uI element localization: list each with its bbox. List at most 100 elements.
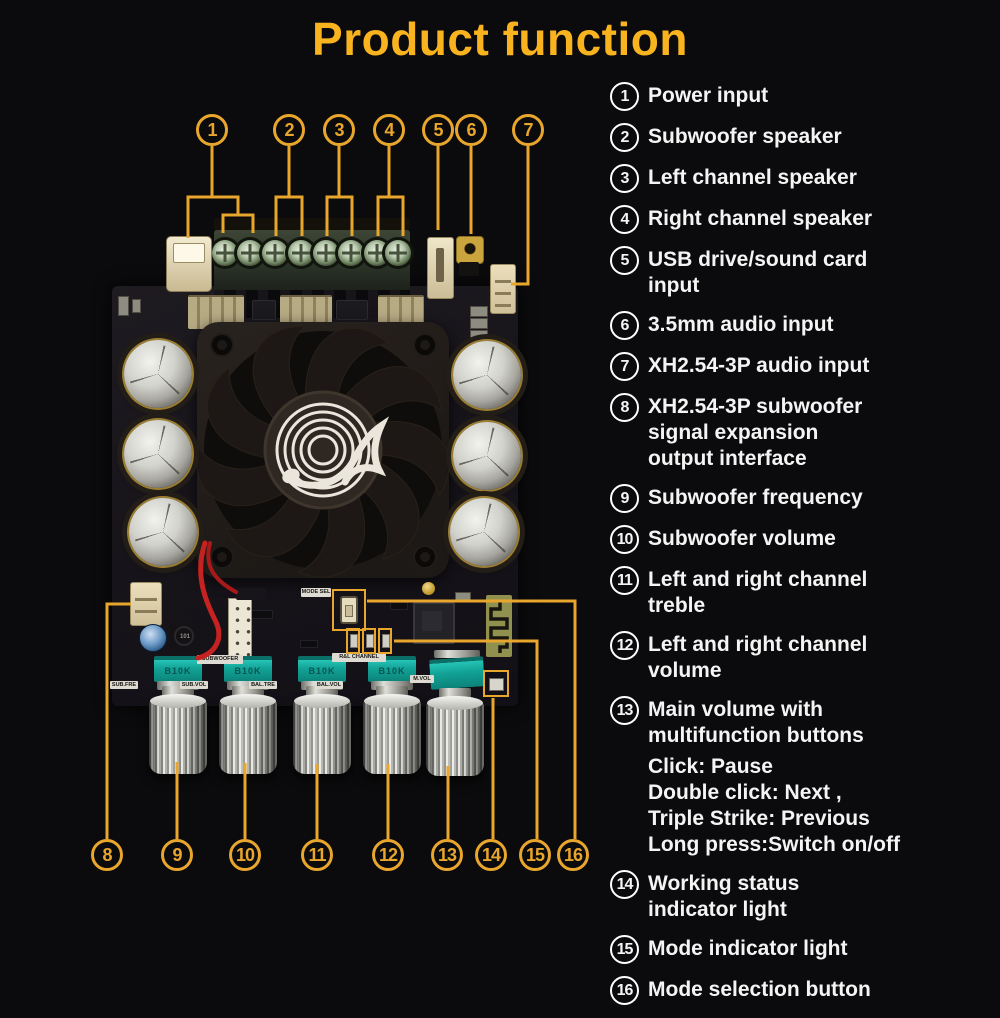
legend-item-line: USB drive/sound card bbox=[648, 248, 868, 271]
sub-vol-silkscreen: SUB.VOL bbox=[180, 681, 208, 689]
legend-item-line: Subwoofer volume bbox=[648, 527, 836, 550]
bal-tre-silkscreen: BAL.TRE bbox=[249, 681, 277, 689]
power-inductor: 101 bbox=[170, 622, 200, 652]
callout-marker-1: 1 bbox=[196, 114, 228, 146]
callout-marker-5: 5 bbox=[422, 114, 454, 146]
legend-item-number: 14 bbox=[610, 870, 639, 899]
mode-indicator-led bbox=[366, 634, 374, 648]
callout-marker-9: 9 bbox=[161, 839, 193, 871]
m-vol-silkscreen: M.VOL bbox=[410, 675, 434, 683]
mode-selection-button bbox=[340, 596, 358, 624]
smd-chip bbox=[252, 300, 276, 320]
callout-marker-13: 13 bbox=[431, 839, 463, 871]
record-logo bbox=[275, 402, 371, 498]
legend-item: 12 Left and right channel volume bbox=[610, 631, 994, 684]
legend-item-line: volume bbox=[648, 659, 722, 682]
pot-value: B10K bbox=[234, 666, 262, 676]
legend-item-subline: Triple Strike: Previous bbox=[648, 807, 870, 830]
dsp-chip bbox=[413, 602, 455, 644]
legend-item-number: 8 bbox=[610, 393, 639, 422]
xh-audio-connector bbox=[490, 264, 516, 314]
capacitor bbox=[129, 498, 197, 566]
legend-item-text: Left and right channel volume bbox=[648, 632, 867, 684]
power-input-connector bbox=[166, 236, 212, 292]
smd-chip bbox=[336, 300, 368, 320]
main-volume-knob bbox=[426, 696, 484, 776]
smd-part bbox=[118, 296, 129, 316]
legend-item-text: Power input bbox=[648, 83, 768, 109]
mode-indicator-led bbox=[382, 634, 390, 648]
legend-item-line: Subwoofer frequency bbox=[648, 486, 863, 509]
pot-bracket bbox=[227, 681, 269, 690]
capacitor bbox=[450, 498, 518, 566]
legend-item-line: Left and right channel bbox=[648, 633, 868, 656]
terminal-screw bbox=[338, 240, 364, 266]
legend-item-number: 6 bbox=[610, 311, 639, 340]
callout-marker-3: 3 bbox=[323, 114, 355, 146]
legend-item-subline: Double click: Next , bbox=[648, 781, 842, 804]
mode-indicator-led bbox=[350, 634, 358, 648]
subwoofer-frequency-pot: B10K bbox=[154, 656, 202, 682]
legend-item-line: input bbox=[648, 274, 700, 297]
legend-item-number: 13 bbox=[610, 696, 639, 725]
callout-marker-7: 7 bbox=[512, 114, 544, 146]
antenna-trace bbox=[489, 600, 509, 653]
usb-port bbox=[427, 237, 454, 299]
smd-part bbox=[470, 330, 488, 341]
legend-item-line: Left channel speaker bbox=[648, 166, 857, 189]
legend-item-number: 15 bbox=[610, 935, 639, 964]
cooling-fan bbox=[196, 322, 450, 578]
legend-item-number: 2 bbox=[610, 123, 639, 152]
callout-marker-16: 16 bbox=[557, 839, 589, 871]
smd-part bbox=[470, 318, 488, 329]
terminal-screw bbox=[288, 240, 314, 266]
smd-pads bbox=[300, 640, 318, 648]
subwoofer-silkscreen: SUBWOOFER bbox=[197, 655, 243, 664]
electrolytic-capacitor bbox=[139, 624, 167, 652]
subwoofer-frequency-knob bbox=[149, 694, 207, 774]
rl-channel-silkscreen: R&L CHANNEL bbox=[332, 653, 386, 662]
callout-marker-10: 10 bbox=[229, 839, 261, 871]
working-status-led bbox=[489, 678, 504, 691]
callout-marker-15: 15 bbox=[519, 839, 551, 871]
inductor-marking: 101 bbox=[179, 634, 190, 640]
legend-item-number: 12 bbox=[610, 631, 639, 660]
legend-item: 3 Left channel speaker bbox=[610, 164, 994, 193]
callout-marker-4: 4 bbox=[373, 114, 405, 146]
pot-value: B10K bbox=[308, 666, 336, 676]
logo-swoosh bbox=[285, 416, 390, 489]
legend-item-number: 5 bbox=[610, 246, 639, 275]
legend-item-number: 16 bbox=[610, 976, 639, 1005]
legend-item: 7 XH2.54-3P audio input bbox=[610, 352, 994, 381]
bluetooth-antenna bbox=[486, 595, 512, 657]
legend-item-number: 10 bbox=[610, 525, 639, 554]
mode-sel-silkscreen: MODE SEL bbox=[301, 588, 331, 597]
legend-item-number: 3 bbox=[610, 164, 639, 193]
legend-item-number: 7 bbox=[610, 352, 639, 381]
subwoofer-volume-knob bbox=[219, 694, 277, 774]
pot-bracket bbox=[157, 681, 199, 690]
callout-marker-14: 14 bbox=[475, 839, 507, 871]
fan-graphic bbox=[196, 326, 450, 578]
mode-button-highlight-box bbox=[332, 589, 366, 631]
sub-fre-silkscreen: SUB.FRE bbox=[110, 681, 138, 689]
legend-item-line: Power input bbox=[648, 84, 769, 107]
legend-item-text: XH2.54-3P audio input bbox=[648, 353, 869, 379]
main-volume-encoder bbox=[429, 656, 485, 690]
mounting-screw bbox=[422, 582, 435, 595]
callout-marker-2: 2 bbox=[273, 114, 305, 146]
legend-item-line: XH2.54-3P subwoofer bbox=[648, 395, 863, 418]
legend-item-subline: Long press:Switch on/off bbox=[648, 833, 900, 856]
terminal-screw bbox=[385, 240, 411, 266]
